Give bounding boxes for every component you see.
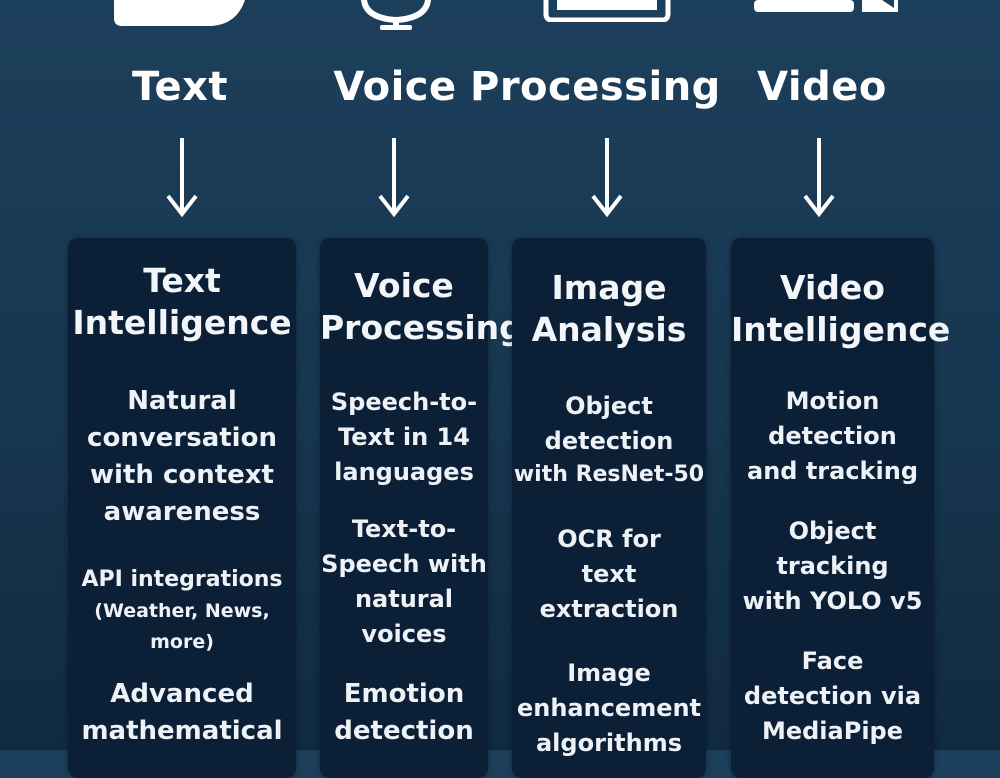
chat-bubble-icon: [114, 0, 245, 26]
down-arrow-icon: [803, 138, 835, 218]
heading-processing: Processing: [470, 64, 721, 110]
monitor-icon: [543, 0, 671, 22]
heading-text: Text: [131, 64, 229, 110]
down-arrow-icon: [591, 138, 623, 218]
heading-video: Video: [757, 64, 887, 110]
microphone-icon: [361, 0, 431, 30]
feature-api-integrations: API integrations (Weather, News, more): [81, 567, 283, 653]
down-arrow-icon: [378, 138, 410, 218]
down-arrow-icon: [166, 138, 198, 218]
heading-voice: Voice: [333, 64, 457, 110]
feature-speech-to-text: Speech-to-Text in 14 languages: [330, 388, 478, 486]
video-camera-icon: [754, 0, 898, 12]
